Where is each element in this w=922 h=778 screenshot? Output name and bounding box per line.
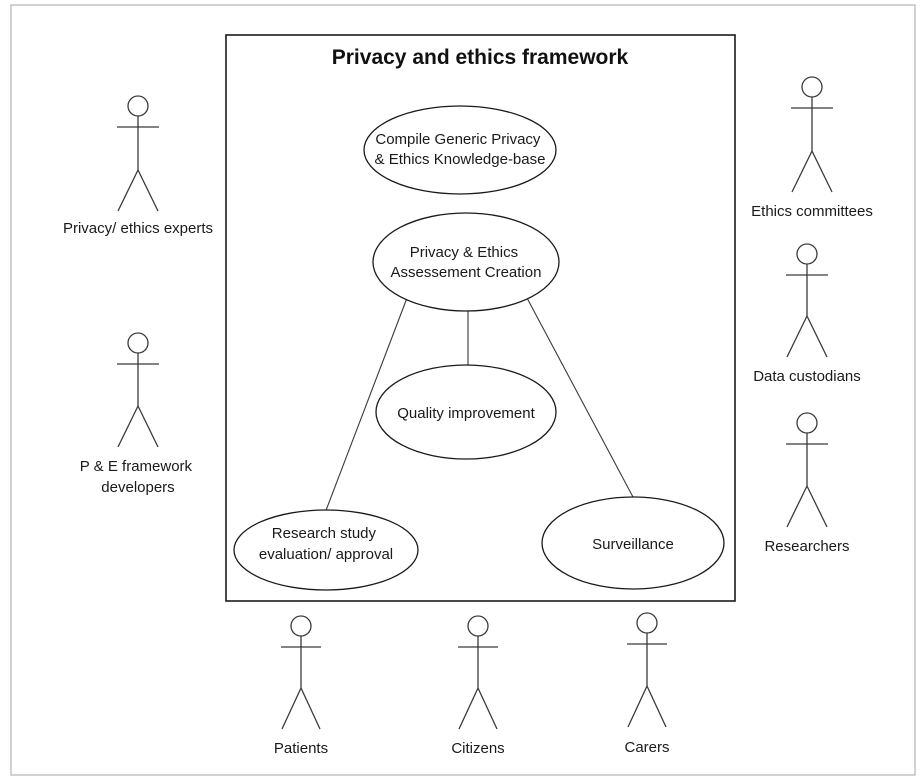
outer-frame: [10, 4, 916, 776]
usecase-assessment-creation: Privacy & Ethics Assessement Creation: [372, 212, 560, 312]
usecase-ellipse: [375, 364, 557, 460]
actor-label: Data custodians: [753, 368, 861, 385]
actor-label: Citizens: [451, 740, 504, 757]
actor-leg-right: [300, 687, 321, 730]
actor-head: [636, 612, 658, 634]
actor-label: P & E framework developers: [80, 458, 196, 496]
usecase-ellipse: [363, 105, 557, 195]
usecase-quality-improvement: Quality improvement: [375, 364, 557, 460]
actor-leg-right: [137, 169, 159, 212]
actor-leg-left: [458, 687, 479, 730]
actor-patients: Patients: [274, 615, 328, 757]
actor-carers: Carers: [624, 612, 670, 756]
actor-head: [796, 412, 818, 434]
actor-leg-right: [477, 687, 498, 730]
usecase-label: Compile Generic Privacy & Ethics Knowled…: [375, 131, 546, 168]
usecase-label: Privacy & Ethics Assessement Creation: [391, 244, 542, 281]
usecase-surveillance: Surveillance: [541, 496, 725, 590]
actor-leg-left: [791, 150, 813, 193]
actor-ethics-committees: Ethics committees: [751, 76, 873, 220]
actor-head: [127, 332, 149, 354]
actor-leg-left: [281, 687, 302, 730]
actor-leg-right: [806, 315, 828, 358]
actor-head: [801, 76, 823, 98]
usecase-compile-knowledge-base: Compile Generic Privacy & Ethics Knowled…: [363, 105, 557, 195]
actor-framework-developers: P & E framework developers: [80, 332, 196, 496]
system-boundary: [225, 34, 736, 602]
usecase-research-approval: Research study evaluation/ approval: [233, 509, 419, 591]
actor-label: Patients: [274, 740, 328, 757]
assoc-assessment-to-research: [324, 297, 408, 514]
actor-head: [290, 615, 312, 637]
actor-label: Privacy/ ethics experts: [63, 220, 213, 237]
usecase-label: Research study evaluation/ approval: [259, 525, 393, 563]
actor-label: Researchers: [764, 538, 849, 555]
actor-leg-right: [137, 405, 159, 448]
usecase-ellipse: [541, 496, 725, 590]
usecase-label: Surveillance: [592, 536, 674, 553]
assoc-assessment-to-surveillance: [526, 297, 634, 498]
actor-label: Carers: [624, 739, 669, 756]
actor-leg-left: [117, 169, 139, 212]
actor-head: [467, 615, 489, 637]
actor-citizens: Citizens: [451, 615, 505, 757]
usecase-label: Quality improvement: [397, 405, 535, 422]
actor-leg-right: [811, 150, 833, 193]
actor-head: [796, 243, 818, 265]
usecase-ellipse: [372, 212, 560, 312]
actor-privacy-ethics-experts: Privacy/ ethics experts: [63, 95, 213, 237]
actor-leg-left: [786, 315, 808, 358]
actor-leg-left: [786, 485, 808, 528]
usecase-ellipse: [233, 509, 419, 591]
system-title: Privacy and ethics framework: [332, 46, 629, 69]
actor-data-custodians: Data custodians: [753, 243, 861, 385]
actor-leg-left: [117, 405, 139, 448]
actor-researchers: Researchers: [764, 412, 850, 555]
actor-label: Ethics committees: [751, 203, 873, 220]
actor-leg-left: [627, 685, 648, 728]
actor-head: [127, 95, 149, 117]
actor-leg-right: [806, 485, 828, 528]
actor-leg-right: [646, 685, 667, 728]
